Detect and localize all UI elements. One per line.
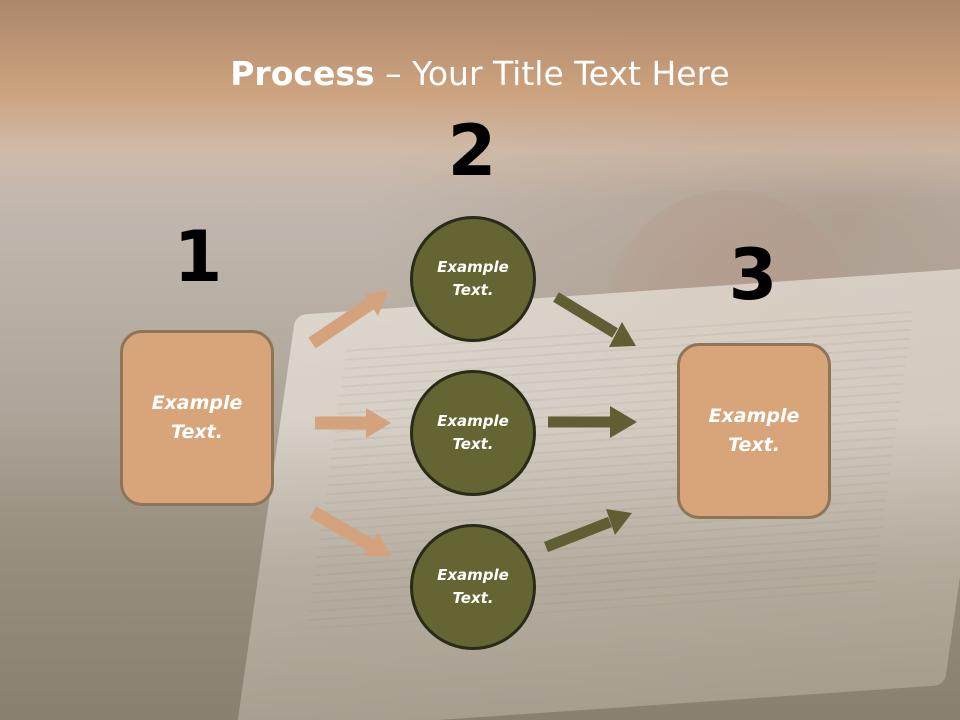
arrow-left-to-top <box>308 291 388 349</box>
circle-top-text-line-2: Text. <box>452 281 494 299</box>
circle-top-text-line-1: Example <box>437 258 509 276</box>
step-number-1: 1 <box>173 216 223 298</box>
arrow-bottom-to-right <box>543 509 632 553</box>
step-1-text-line-2: Text. <box>171 421 223 443</box>
arrow-top-to-right <box>553 292 636 347</box>
step-1-text: Example Text. <box>152 389 243 447</box>
circle-top-text: Example Text. <box>437 256 509 302</box>
circle-bottom-text-line-1: Example <box>437 566 509 584</box>
step-2-circle-middle: Example Text. <box>410 370 536 496</box>
arrow-left-to-bottom <box>309 506 391 556</box>
arrow-left-to-middle <box>315 408 391 438</box>
circle-middle-text: Example Text. <box>437 410 509 456</box>
circle-bottom-text-line-2: Text. <box>452 589 494 607</box>
arrow-middle-to-right <box>548 406 637 438</box>
step-number-3: 3 <box>728 234 778 316</box>
slide-title: Process – Your Title Text Here <box>0 52 960 96</box>
step-2-circle-bottom: Example Text. <box>410 524 536 650</box>
step-number-2: 2 <box>447 110 497 192</box>
step-3-text: Example Text. <box>709 402 800 460</box>
step-2-circle-top: Example Text. <box>410 216 536 342</box>
step-1-text-line-1: Example <box>151 392 243 414</box>
step-3-text-line-2: Text. <box>728 434 780 456</box>
circle-middle-text-line-2: Text. <box>452 435 494 453</box>
circle-bottom-text: Example Text. <box>437 564 509 610</box>
step-1-box: Example Text. <box>120 330 274 506</box>
step-3-text-line-1: Example <box>708 405 800 427</box>
step-3-box: Example Text. <box>677 343 831 519</box>
title-bold-word: Process <box>230 54 375 93</box>
circle-middle-text-line-1: Example <box>437 412 509 430</box>
title-rest: – Your Title Text Here <box>374 54 730 93</box>
